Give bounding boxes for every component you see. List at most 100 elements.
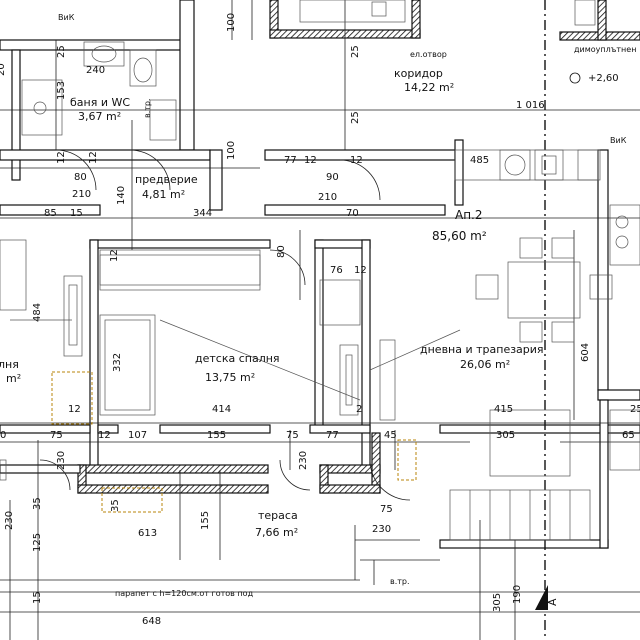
dim-125: 125	[32, 533, 43, 552]
dim-230d: 230	[372, 524, 391, 535]
dim-100a: 100	[226, 13, 237, 32]
dim-12a: 12	[56, 151, 67, 164]
notes: ел.отвор димоуплътнен +2,60 парапет с h=…	[58, 13, 636, 606]
dim-25d: 25	[630, 404, 640, 415]
dim-12e: 12	[304, 155, 317, 166]
living-furniture	[369, 329, 640, 541]
dim-20: 20	[0, 63, 7, 76]
dim-648: 648	[142, 616, 161, 627]
dim-15a: 15	[70, 208, 83, 219]
vent-markers	[51, 371, 417, 513]
dim-12d: 12	[354, 265, 367, 276]
doors	[39, 149, 411, 501]
dining-set	[475, 237, 613, 343]
dim-65: 65	[622, 430, 635, 441]
room-area-kids: 13,75 m²	[205, 371, 255, 384]
room-area-living: 26,06 m²	[460, 358, 510, 371]
dim-12g: 12	[98, 430, 111, 441]
level-marker	[569, 72, 581, 84]
dim-77a: 77	[284, 155, 297, 166]
dim-613: 613	[138, 528, 157, 539]
apartment-area: 85,60 m²	[432, 229, 487, 243]
walls	[0, 0, 640, 549]
dim-230a: 230	[56, 451, 67, 470]
dim-153: 153	[56, 81, 67, 100]
dim-344: 344	[193, 208, 212, 219]
room-labels: баня и WC 3,67 m² предверие 4,81 m² кори…	[0, 67, 544, 539]
dim-12h: 12	[350, 155, 363, 166]
dim-107: 107	[128, 430, 147, 441]
room-area-hall: 4,81 m²	[142, 188, 185, 201]
room-area-bedroom: m²	[6, 372, 21, 385]
dim-230c: 230	[4, 511, 15, 530]
dim-155a: 155	[207, 430, 226, 441]
dim-12f: 12	[68, 404, 81, 415]
dim-140: 140	[116, 186, 127, 205]
room-area-corridor: 14,22 m²	[404, 81, 454, 94]
dim-90: 90	[326, 172, 339, 183]
room-name-bedroom: спалня	[0, 358, 19, 371]
dim-1016: 1 016	[516, 100, 545, 111]
dim-240: 240	[86, 65, 105, 76]
dim-80: 80	[74, 172, 87, 183]
dim-77b: 77	[326, 430, 339, 441]
dim-415: 415	[494, 404, 513, 415]
dim-230b: 230	[298, 451, 309, 470]
dim-190: 190	[512, 585, 523, 604]
note-chimney: димоуплътнен	[574, 45, 636, 54]
note-vk-top: ВиК	[58, 13, 75, 22]
apartment-label: Ап.2	[455, 208, 483, 222]
note-vtr-left: в.тр.	[143, 98, 152, 118]
dim-414: 414	[212, 404, 231, 415]
dim-0: 0	[0, 430, 6, 441]
dim-15b: 15	[32, 591, 43, 604]
dim-12b: 12	[88, 151, 99, 164]
dim-485: 485	[470, 155, 489, 166]
bathroom-fixtures	[21, 41, 177, 141]
dim-25b: 25	[350, 45, 361, 58]
dim-25a: 25	[56, 45, 67, 58]
bedroom-furniture	[0, 239, 83, 481]
section-mark: A	[546, 598, 559, 606]
note-vtr-bottom: в.тр.	[390, 577, 410, 586]
dim-75a: 75	[50, 430, 63, 441]
note-parapet: парапет с h=120см.от готов под	[115, 589, 254, 598]
room-name-hall: предверие	[135, 173, 198, 186]
dim-85: 85	[44, 208, 57, 219]
room-name-bath: баня и WC	[70, 96, 130, 109]
dim-80b: 80	[276, 245, 287, 258]
dim-45: 45	[384, 430, 397, 441]
top-blocks	[299, 0, 596, 26]
section-arrow	[535, 585, 548, 610]
dimension-labels: 100 100 25 25 240 153 12 12 80 210 210 9…	[0, 13, 640, 627]
dim-604: 604	[580, 343, 591, 362]
dim-210a: 210	[72, 189, 91, 200]
dim-305b: 305	[492, 593, 503, 612]
room-name-kids: детска спалня	[195, 352, 280, 365]
dim-100b: 100	[226, 141, 237, 160]
dim-155b: 155	[200, 511, 211, 530]
dim-35a: 35	[32, 497, 43, 510]
kids-furniture	[99, 249, 361, 416]
dim-76: 76	[330, 265, 343, 276]
dim-332: 332	[112, 353, 123, 372]
dim-484: 484	[32, 303, 43, 322]
dim-25c: 25	[350, 111, 361, 124]
room-name-corridor: коридор	[394, 67, 443, 80]
room-area-bath: 3,67 m²	[78, 110, 121, 123]
dim-75b: 75	[286, 430, 299, 441]
room-area-terrace: 7,66 m²	[255, 526, 298, 539]
room-name-terrace: тераса	[258, 509, 298, 522]
dim-12c: 12	[109, 249, 120, 262]
terrace-edge	[0, 525, 440, 585]
dim-210b: 210	[318, 192, 337, 203]
note-level: +2,60	[588, 73, 619, 84]
dim-2: 2	[356, 404, 362, 415]
room-name-living: дневна и трапезария	[420, 343, 544, 356]
dim-305a: 305	[496, 430, 515, 441]
kitchen	[454, 149, 640, 266]
dim-70: 70	[346, 208, 359, 219]
dim-75c: 75	[380, 504, 393, 515]
